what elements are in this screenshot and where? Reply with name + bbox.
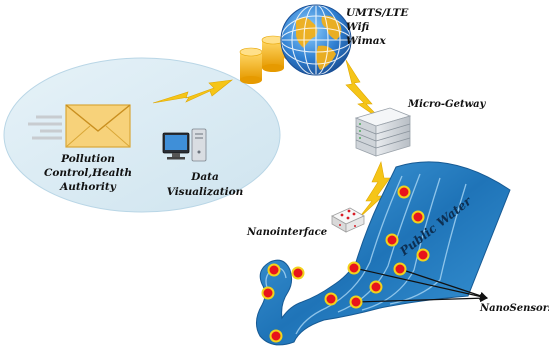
authority-line-3: Authority — [60, 181, 116, 193]
nanointerface-label: Nanointerface — [247, 227, 328, 238]
nanosensor-dot — [324, 292, 338, 306]
micro-gateway-label: Micro-Getway — [408, 99, 486, 110]
nanosensor-dot — [411, 210, 425, 224]
computer-icon — [162, 128, 207, 162]
network-line-wimax: Wimax — [346, 35, 386, 47]
nanosensor-dot — [397, 185, 411, 199]
network-line-wifi: Wifi — [346, 21, 370, 33]
nanosensor-dot — [267, 263, 281, 277]
nanosensor-dot — [393, 262, 407, 276]
authority-zone — [3, 57, 281, 213]
viz-line-2: Visualization — [166, 186, 244, 198]
nanosensor-dot — [269, 329, 283, 343]
nanosensor-dot — [349, 295, 363, 309]
barrel-icon — [261, 35, 285, 72]
nanointerface-chip-icon — [331, 207, 365, 233]
authority-line-1: Pollution — [61, 153, 115, 165]
barrel-icon — [239, 47, 263, 84]
authority-line-2: Control,Health — [44, 167, 132, 179]
authority-label: Pollution Control,Health Authority — [28, 152, 148, 194]
public-water-body — [256, 161, 511, 346]
nanosensor-dot — [416, 248, 430, 262]
server-rack-icon — [354, 107, 412, 157]
lightning-bolt-icon — [152, 79, 234, 104]
nanosensor-dot — [261, 286, 275, 300]
network-line-umts: UMTS/LTE — [346, 7, 409, 19]
nanosensor-dot — [347, 261, 361, 275]
nanosensor-dot — [369, 280, 383, 294]
envelope-icon — [28, 104, 131, 148]
network-technologies-label: UMTS/LTE Wifi Wimax — [346, 6, 408, 48]
nanosensor-dot — [385, 233, 399, 247]
nanosensor-pointer-arrows — [353, 267, 488, 303]
nanosensor-dot — [291, 266, 305, 280]
globe-icon — [280, 4, 352, 76]
viz-line-1: Data — [191, 171, 219, 183]
nanosensors-label: NanoSensors — [480, 303, 549, 314]
data-visualization-label: Data Visualization — [160, 170, 250, 200]
